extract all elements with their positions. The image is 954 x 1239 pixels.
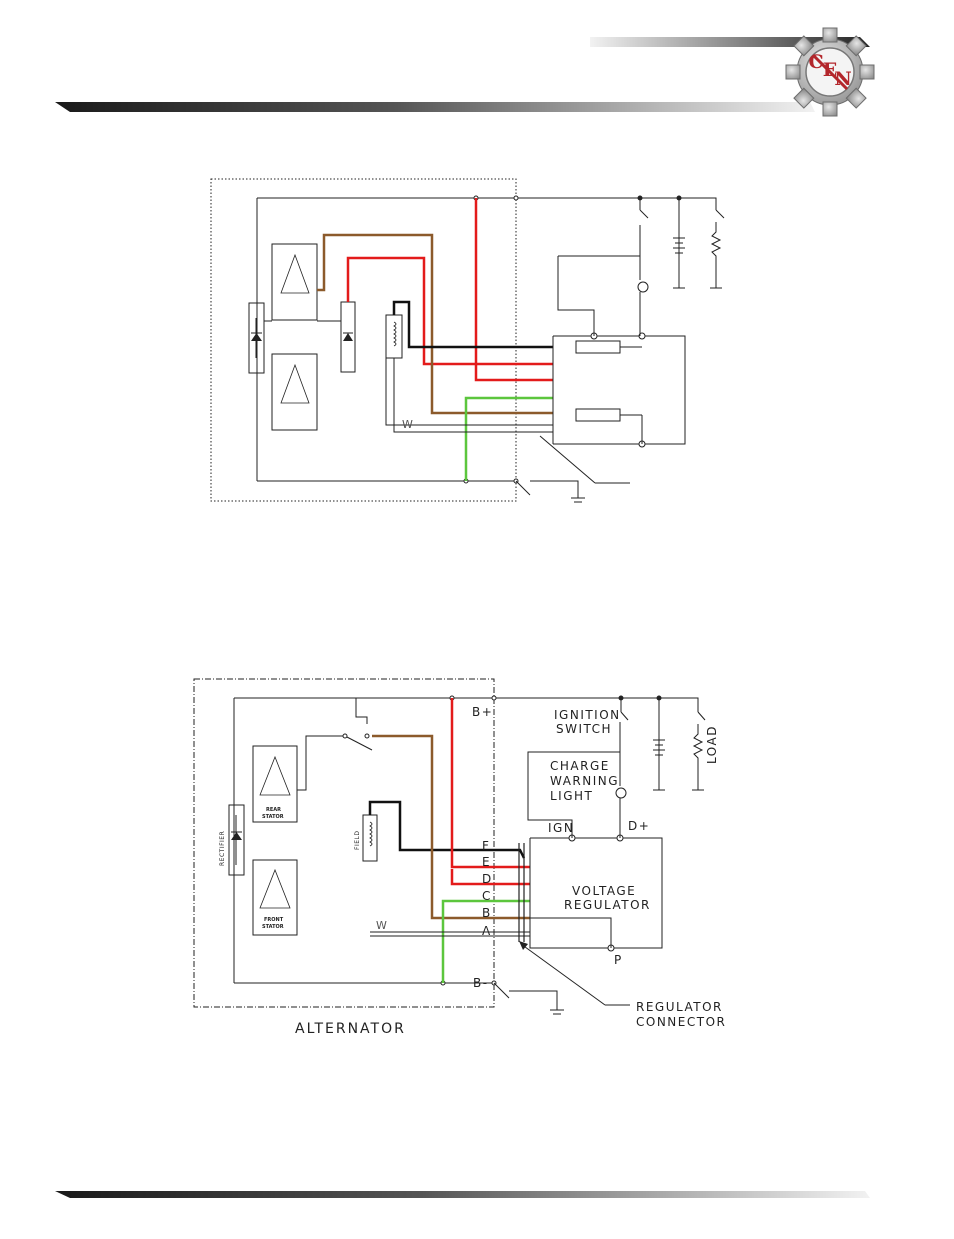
wire-red-e bbox=[452, 698, 530, 867]
wire-black bbox=[394, 302, 553, 347]
voltage-regulator-label-1: VOLTAGE bbox=[572, 884, 636, 898]
wire-brown bbox=[317, 235, 553, 413]
logo-letter: C bbox=[808, 51, 823, 73]
alternator-dashed-boundary bbox=[194, 679, 494, 1007]
field-label: FIELD bbox=[354, 831, 361, 850]
regulator-connector-label-1: REGULATOR bbox=[636, 1000, 723, 1014]
wire-red-1 bbox=[476, 198, 553, 380]
charge-label-2: WARNING bbox=[550, 774, 619, 788]
header: CEN bbox=[55, 28, 874, 116]
diagram1-w-label: W bbox=[402, 418, 413, 431]
footer-bar bbox=[55, 1191, 870, 1198]
wire-black-f bbox=[370, 802, 524, 858]
terminal-c: C bbox=[482, 889, 492, 903]
diagram2-labels: B+ B- IGNITION SWITCH LOAD CHARGE WARNIN… bbox=[219, 705, 726, 1037]
charge-label-1: CHARGE bbox=[550, 759, 610, 773]
charge-label-3: LIGHT bbox=[550, 789, 593, 803]
logo: CEN bbox=[786, 28, 874, 116]
alternator-label: ALTERNATOR bbox=[295, 1021, 406, 1037]
regulator-connector-label-2: CONNECTOR bbox=[636, 1015, 726, 1029]
b-minus-label: B- bbox=[473, 976, 489, 990]
wire-green bbox=[466, 398, 553, 481]
load-label: LOAD bbox=[705, 725, 719, 764]
ign-label: IGN bbox=[548, 821, 574, 835]
p-label: P bbox=[614, 953, 623, 967]
ignition-switch-label-2: SWITCH bbox=[556, 722, 612, 736]
wiring-diagram-2 bbox=[194, 679, 705, 1014]
front-stator-label-1: FRONT bbox=[264, 917, 284, 923]
voltage-regulator-label-2: REGULATOR bbox=[564, 898, 651, 912]
wiring-diagram-1: W bbox=[211, 179, 724, 502]
terminal-f: F bbox=[482, 839, 490, 853]
rear-stator-label-1: REAR bbox=[266, 807, 281, 813]
terminal-a: A bbox=[482, 924, 492, 938]
w-label: W bbox=[376, 919, 387, 932]
d-plus-label: D+ bbox=[628, 819, 650, 833]
terminal-e: E bbox=[482, 855, 491, 869]
terminal-b: B bbox=[482, 906, 492, 920]
ignition-switch-label-1: IGNITION bbox=[554, 708, 621, 722]
logo-letter: N bbox=[834, 68, 851, 90]
front-stator-label-2: STATOR bbox=[262, 924, 284, 930]
header-bottom-bar bbox=[55, 102, 815, 112]
rear-stator-label-2: STATOR bbox=[262, 814, 284, 820]
terminal-d: D bbox=[482, 872, 493, 886]
rectifier-label: RECTIFIER bbox=[219, 831, 226, 866]
b-plus-label: B+ bbox=[472, 705, 493, 719]
